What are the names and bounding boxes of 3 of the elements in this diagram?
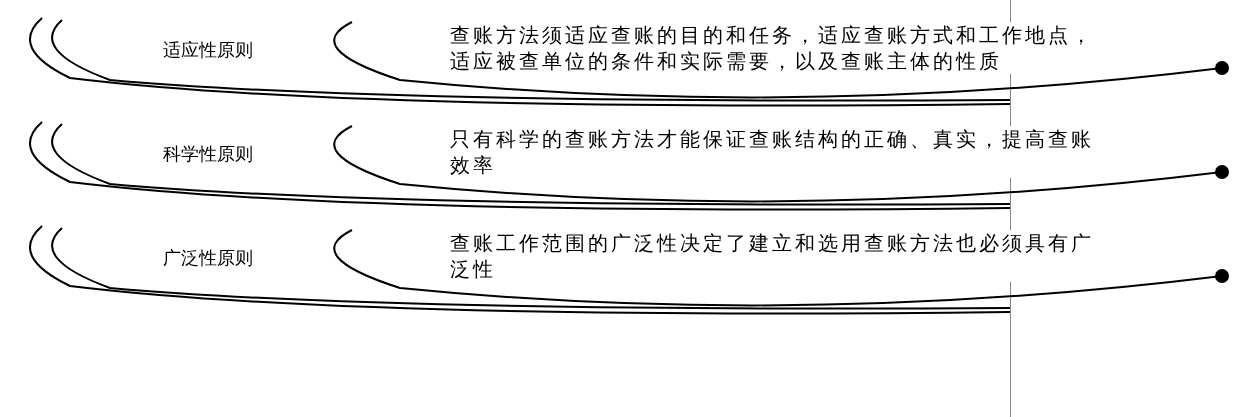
principle-heading: 科学性原则 <box>163 142 253 166</box>
principle-heading: 适应性原则 <box>163 38 253 62</box>
principle-heading: 广泛性原则 <box>163 246 253 270</box>
